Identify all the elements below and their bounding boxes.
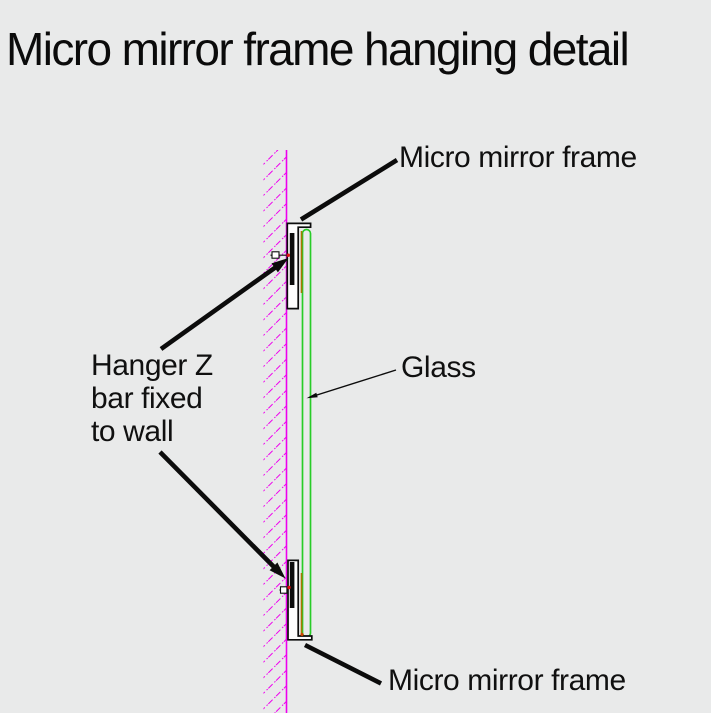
bottom-screw-head bbox=[279, 586, 288, 594]
top-fixing-dot bbox=[286, 253, 290, 257]
label-hanger-line-3: to wall bbox=[91, 415, 174, 448]
label-hanger-z-bar: Hanger Z bar fixed to wall bbox=[91, 349, 213, 448]
hanger-bottom-arrowhead bbox=[269, 562, 286, 579]
label-glass: Glass bbox=[401, 351, 476, 384]
label-hanger-line-1: Hanger Z bbox=[91, 349, 213, 382]
top-z-bar bbox=[289, 233, 295, 285]
page-title: Micro mirror frame hanging detail bbox=[6, 23, 630, 75]
label-bottom-micro-mirror-frame: Micro mirror frame bbox=[388, 664, 626, 697]
label-hanger-line-2: bar fixed bbox=[91, 382, 203, 415]
bottom-frame-leader-line bbox=[303, 642, 383, 686]
glass-leader-arrowhead bbox=[306, 392, 318, 399]
top-screw-head bbox=[271, 251, 280, 259]
label-top-micro-mirror-frame: Micro mirror frame bbox=[399, 141, 637, 174]
hanger-bottom-leader-line bbox=[158, 450, 276, 569]
hanger-top-leader-line bbox=[159, 265, 278, 351]
top-frame-leader-line bbox=[299, 158, 399, 222]
bottom-z-bar bbox=[289, 562, 295, 608]
glass-outline bbox=[301, 228, 312, 638]
glass-leader-line bbox=[308, 369, 397, 399]
wall-hatch-band bbox=[263, 150, 287, 713]
gasket-end-dot bbox=[300, 632, 304, 637]
hanger-top-arrowhead bbox=[271, 258, 289, 273]
bottom-fixing-dot bbox=[287, 585, 291, 590]
